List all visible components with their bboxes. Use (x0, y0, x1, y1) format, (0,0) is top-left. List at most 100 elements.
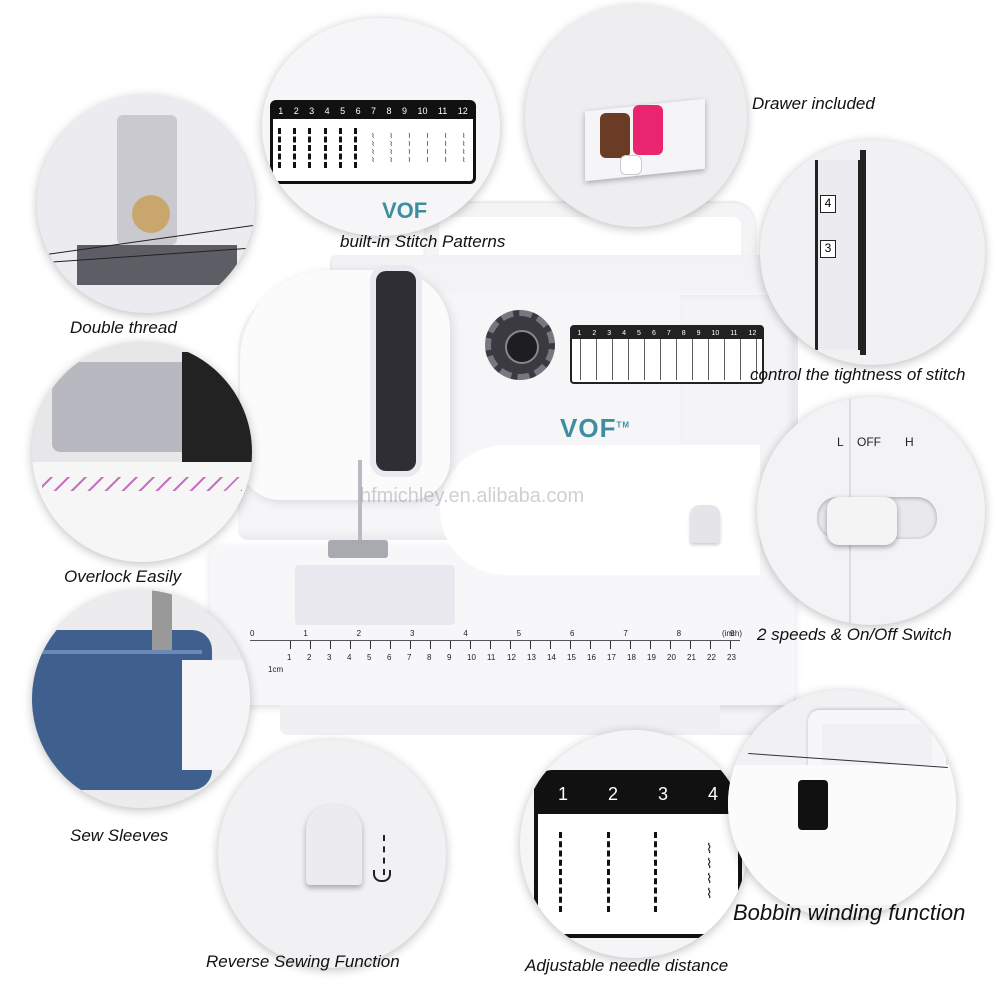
stitch-pattern-mark (606, 832, 612, 912)
ruler-cm-number: 3 (327, 653, 332, 662)
reverse-lever-closeup[interactable] (306, 805, 362, 885)
stitch-number: 6 (355, 106, 361, 116)
ruler-cm-number: 14 (547, 653, 556, 662)
watermark: hfmichley.en.alibaba.com (360, 485, 585, 507)
stitch-pattern-mark (323, 128, 329, 168)
ruler-tick (670, 641, 671, 649)
overlock-stitch (42, 477, 242, 491)
stitch-number: 8 (681, 329, 686, 337)
caption-overlock: Overlock Easily (64, 567, 182, 586)
ruler-cm-number: 21 (687, 653, 696, 662)
stitch-pattern-mark: ⌇⌇⌇⌇ (405, 132, 414, 164)
stitch-number: 3 (309, 106, 315, 116)
ruler-tick (350, 641, 351, 649)
ruler-inch-number: 1 (303, 629, 308, 638)
ruler-cm-number: 17 (607, 653, 616, 662)
stitch-pattern-mark: ⌇⌇⌇⌇ (701, 842, 717, 902)
stitch-pattern-mark (308, 128, 313, 168)
bobbin (620, 155, 642, 175)
stitch-pattern-mark (654, 832, 659, 912)
stitch-pattern-mark (338, 128, 344, 168)
ruler-cm-number: 13 (527, 653, 536, 662)
ruler-tick (730, 641, 731, 649)
stitch-number: 3 (607, 329, 612, 337)
ruler-tick (570, 641, 571, 649)
presser-foot (328, 540, 388, 558)
needle-number: 4 (707, 783, 718, 804)
ruler-tick (590, 641, 591, 649)
stitch-pattern-mark (293, 128, 298, 168)
ruler-cm-number: 9 (447, 653, 452, 662)
ruler-tick (390, 641, 391, 649)
stitch-number: 7 (666, 329, 671, 337)
speed-switch-knob[interactable] (827, 497, 897, 545)
ruler-tick (330, 641, 331, 649)
ruler-cm-number: 23 (727, 653, 736, 662)
ruler-cm-number: 22 (707, 653, 716, 662)
caption-double-thread: Double thread (70, 318, 177, 337)
drawer-photo (525, 5, 747, 227)
stitch-pattern-mark: ⌇⌇⌇⌇ (441, 132, 450, 164)
needle-number: 3 (657, 783, 668, 804)
switch-label-off: OFF (857, 435, 881, 449)
switch-label-high: H (905, 435, 914, 449)
ruler-cm-label: 1cm (268, 665, 284, 674)
stitch-pattern-mark (353, 128, 359, 168)
stitch-number: 5 (637, 329, 641, 337)
reverse-lever[interactable] (690, 505, 720, 543)
caption-bobbin: Bobbin winding function (733, 900, 966, 925)
caption-speeds: 2 speeds & On/Off Switch (757, 625, 952, 644)
stitch-number: 1 (278, 106, 284, 116)
stitch-selector-dial[interactable] (485, 310, 555, 380)
ruler-tick (450, 641, 451, 649)
stitch-number: 10 (711, 329, 720, 337)
ruler-inch-number: 6 (570, 629, 575, 638)
ruler-cm-number: 4 (347, 653, 352, 662)
needle-bar (358, 460, 362, 540)
ruler-inch-number: 4 (463, 629, 468, 638)
stitch-number: 2 (293, 106, 299, 116)
caption-drawer: Drawer included (752, 94, 875, 113)
ruler-cm-number: 7 (407, 653, 412, 662)
ruler-cm-number: 1 (287, 653, 292, 662)
bobbin-winder[interactable] (798, 780, 828, 830)
stitch-number: 9 (696, 329, 701, 337)
caption-reverse: Reverse Sewing Function (206, 952, 400, 971)
brown-thread-spool (600, 113, 630, 158)
ruler-cm-number: 2 (307, 653, 312, 662)
stitch-pattern-mark: ⌇⌇⌇⌇ (369, 132, 378, 164)
needle-number: 1 (557, 783, 568, 804)
stitch-number: 11 (730, 329, 738, 337)
stitch-pattern-mark (559, 832, 564, 912)
extension-table (280, 705, 720, 735)
stitch-number: 5 (340, 106, 346, 116)
ruler-tick (510, 641, 511, 649)
ruler-tick (470, 641, 471, 649)
stitch-number: 7 (371, 106, 377, 116)
ruler-cm-number: 8 (427, 653, 432, 662)
ruler-tick (650, 641, 651, 649)
ruler-tick (530, 641, 531, 649)
ruler-inch-number: 3 (410, 629, 415, 638)
ruler-cm-number: 6 (387, 653, 392, 662)
ruler-inch-number: 8 (676, 629, 682, 638)
needle-distance-photo: 1 2 3 4 ⌇⌇⌇⌇ (520, 730, 748, 958)
ruler-inch-number: 2 (356, 629, 362, 638)
ruler-cm-number: 5 (367, 653, 372, 662)
stitch-pattern-mark (278, 128, 283, 168)
needle-number: 2 (607, 783, 618, 804)
stitch-pattern-mark: ⌇⌇⌇⌇ (423, 132, 432, 164)
double-thread-photo (37, 95, 255, 313)
ruler-inch-number: 5 (516, 629, 522, 638)
ruler-cm-number: 15 (567, 653, 576, 662)
caption-sleeves: Sew Sleeves (70, 826, 169, 845)
ruler-inch-number: 9 (730, 629, 735, 638)
stitch-number: 9 (401, 106, 407, 116)
ruler-tick (490, 641, 491, 649)
needle-plate (295, 565, 455, 625)
caption-tightness: control the tightness of stitch (750, 365, 966, 384)
stitch-number: 1 (577, 329, 582, 337)
